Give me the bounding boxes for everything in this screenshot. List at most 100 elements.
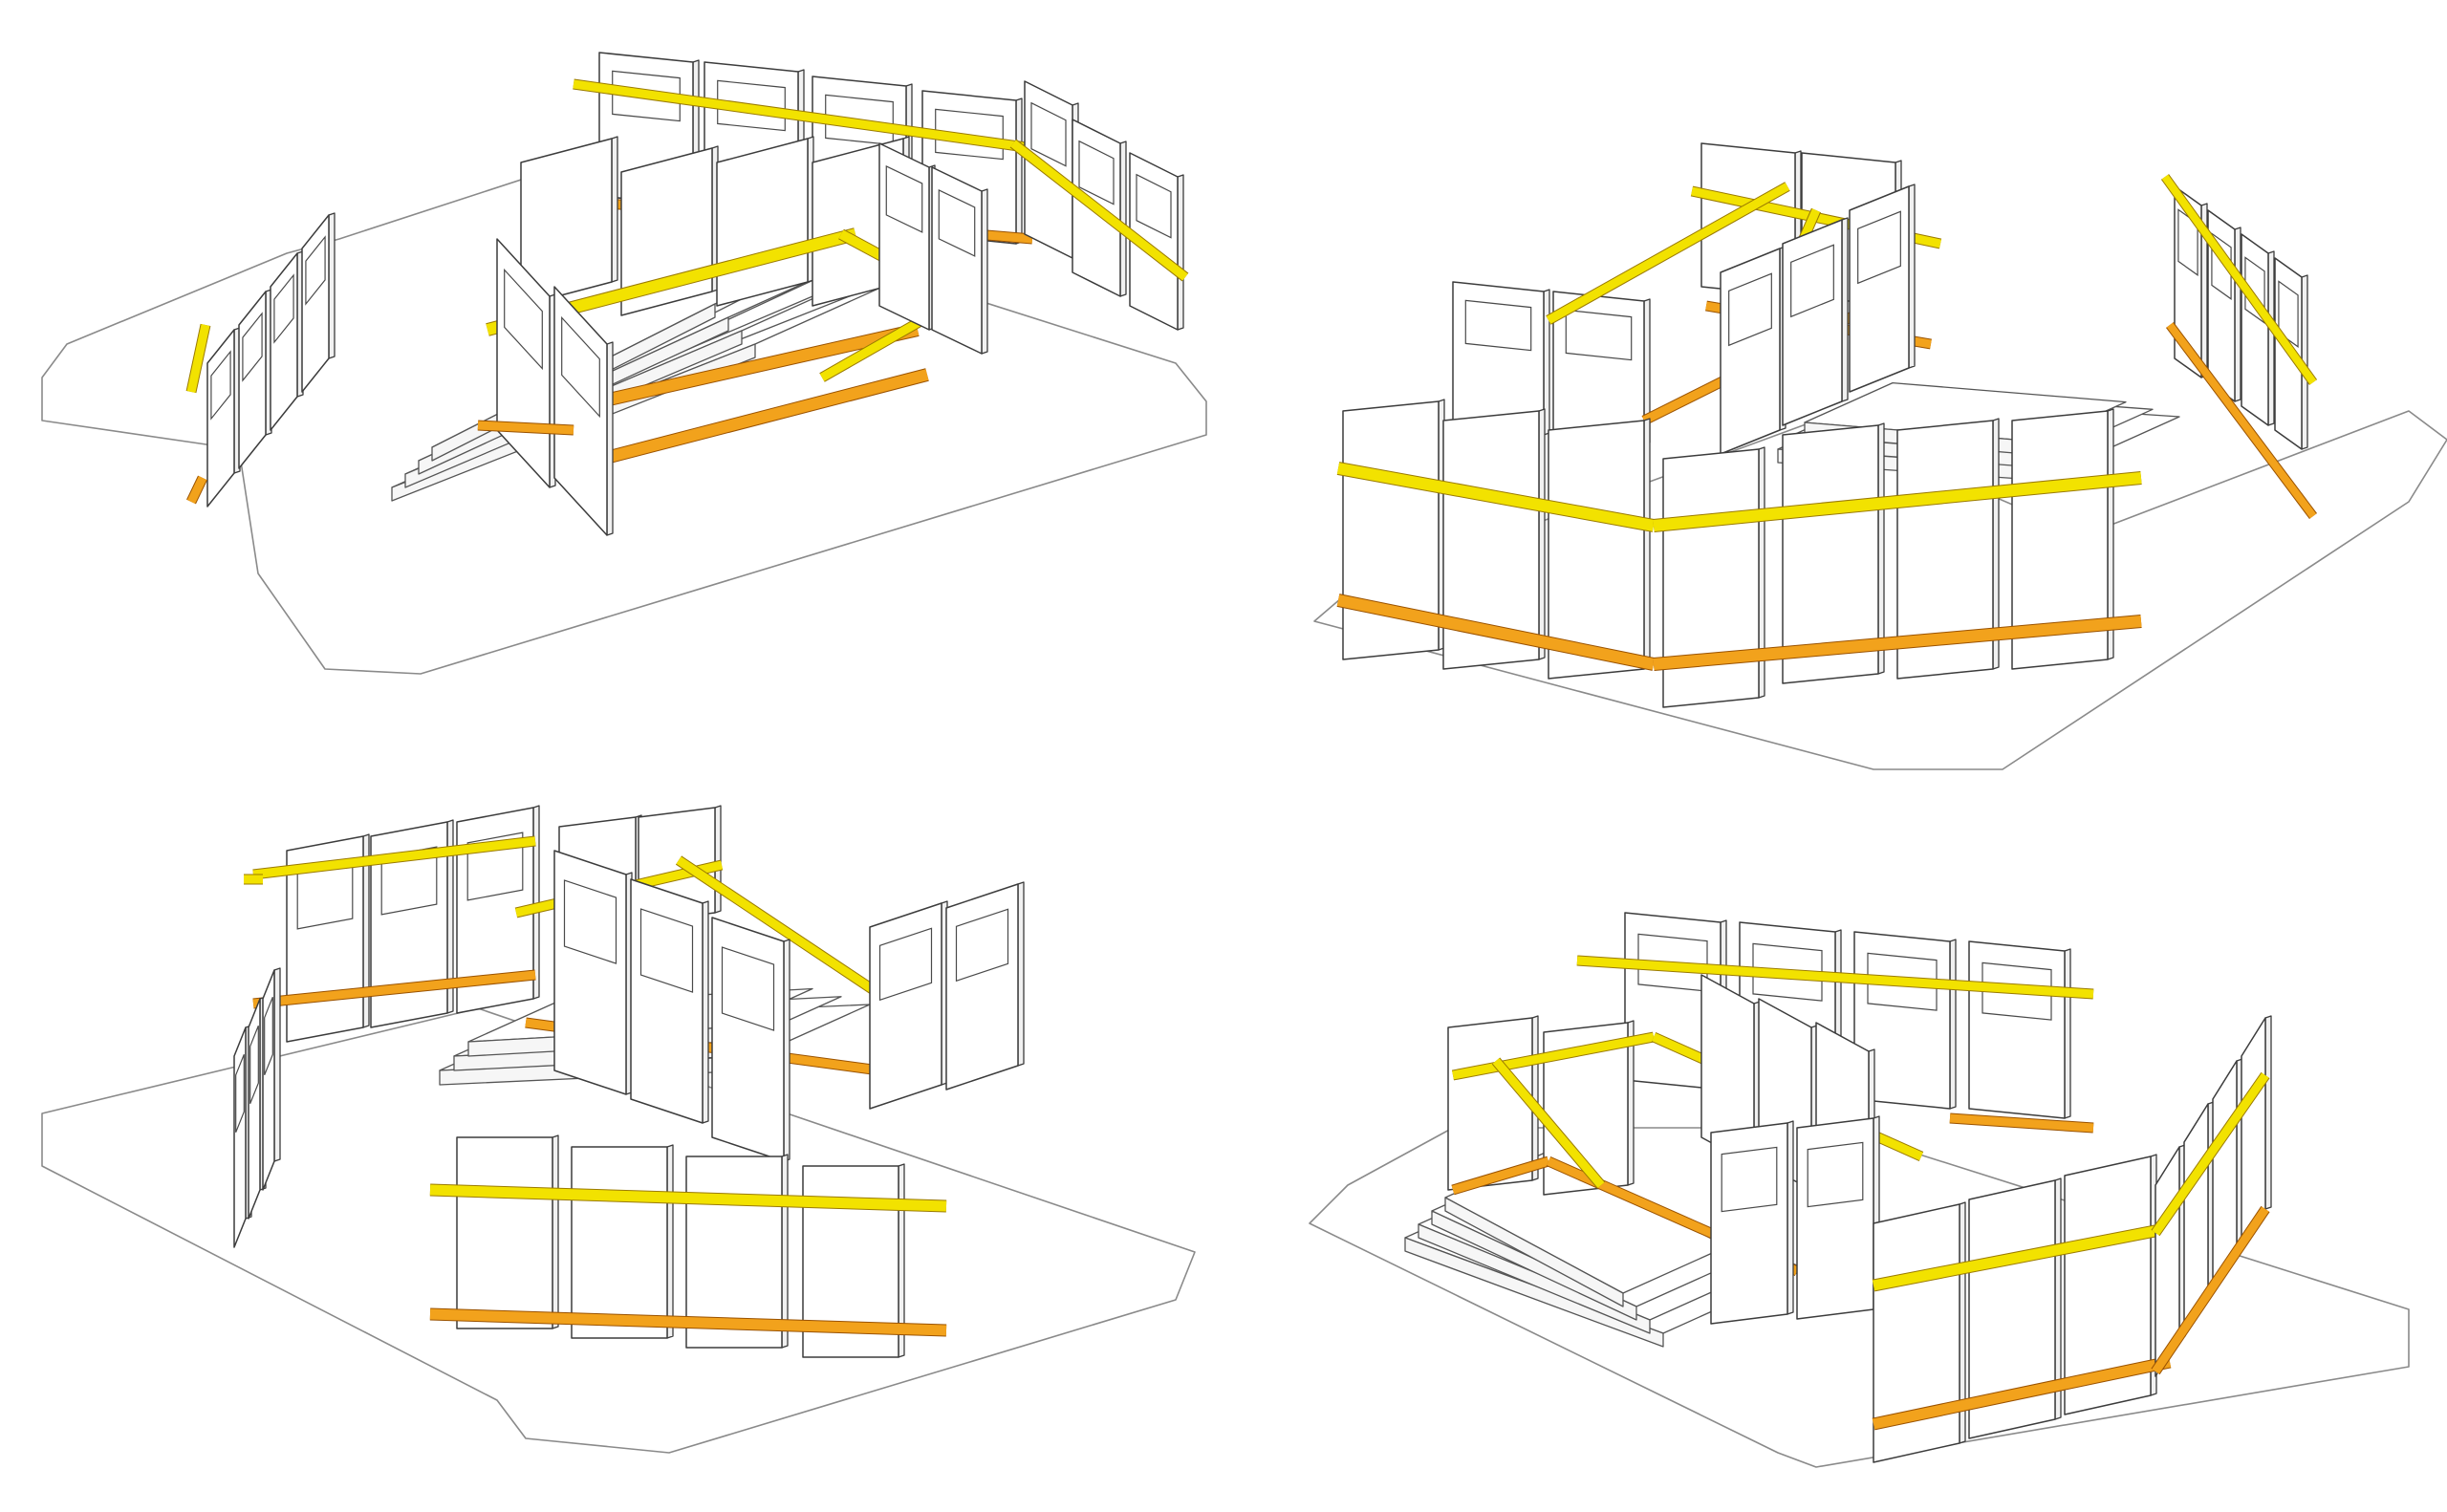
platform-step-front xyxy=(1444,1197,1624,1307)
panel xyxy=(1442,410,1540,670)
window-opening xyxy=(1807,1141,1864,1208)
window-opening xyxy=(885,164,923,233)
panel-edge xyxy=(606,341,614,536)
panel-edge xyxy=(1841,217,1849,402)
upper-rail xyxy=(429,1184,947,1212)
upper-rail xyxy=(1872,1222,2172,1291)
lower-rail xyxy=(598,324,920,407)
window-opening xyxy=(235,1053,245,1134)
lower-rail xyxy=(1336,594,1656,670)
window-opening xyxy=(1078,140,1115,205)
window-opening xyxy=(1565,309,1633,361)
upper-rail xyxy=(1653,472,2142,531)
panel-edge xyxy=(2264,1015,2272,1210)
upper-rail xyxy=(1492,1058,1605,1188)
window-opening xyxy=(210,350,231,421)
window-opening xyxy=(1857,210,1901,285)
panel xyxy=(456,1136,553,1329)
window-opening xyxy=(1136,173,1172,239)
panel-edge xyxy=(1877,422,1885,675)
upper-rail xyxy=(252,836,536,879)
panel xyxy=(571,1146,668,1339)
view-bottom-left xyxy=(41,805,1196,1454)
view-top-right xyxy=(1313,142,2447,770)
panel-edge xyxy=(666,1144,674,1339)
upper-rail xyxy=(1336,463,1656,531)
panel-edge xyxy=(702,900,709,1124)
panel-edge xyxy=(981,188,988,355)
panel-edge xyxy=(1787,1120,1794,1315)
panel xyxy=(2064,1156,2152,1415)
window-opening xyxy=(1790,244,1834,318)
view-top-left xyxy=(41,52,1207,675)
lower-rail xyxy=(1451,1156,1550,1195)
panel xyxy=(1968,1179,2056,1439)
ground-plane xyxy=(41,166,1207,675)
panel-edge xyxy=(1908,184,1916,369)
window-opening xyxy=(938,188,976,257)
upper-rail xyxy=(186,324,210,393)
panel-edge xyxy=(783,939,790,1162)
panel-edge xyxy=(1015,97,1023,245)
lower-rail xyxy=(477,421,574,435)
window-opening xyxy=(639,908,694,993)
panel xyxy=(520,138,613,307)
panel-edge xyxy=(2267,250,2275,426)
window-opening xyxy=(1030,101,1067,167)
window-opening xyxy=(721,946,775,1031)
view-bottom-right xyxy=(1309,912,2410,1468)
lower-rail xyxy=(1872,1356,2172,1430)
window-opening xyxy=(504,268,543,371)
panel xyxy=(1896,420,1994,680)
lower-rail xyxy=(186,476,207,504)
panel-edge xyxy=(611,136,618,283)
panel-edge xyxy=(1538,408,1546,660)
panel-edge xyxy=(273,967,281,1162)
upper-rail xyxy=(1452,1032,1655,1080)
panel-edge xyxy=(2234,227,2241,402)
lower-rail xyxy=(2166,322,2317,519)
panel xyxy=(802,1165,899,1358)
panel xyxy=(716,138,809,307)
panel-edge xyxy=(714,805,722,914)
panel-edge xyxy=(1177,174,1184,331)
panel-edge xyxy=(552,1134,559,1329)
upper-rail xyxy=(1576,956,2094,999)
window-opening xyxy=(1728,272,1772,347)
panel xyxy=(1447,1017,1533,1191)
panel-edge xyxy=(1119,140,1127,297)
window-opening xyxy=(2278,280,2299,348)
window-opening xyxy=(955,908,1009,983)
lower-rail xyxy=(600,369,929,464)
lower-rail xyxy=(2152,1206,2269,1374)
panel xyxy=(2011,410,2109,670)
panel-edge xyxy=(1949,939,1957,1110)
panel-edge xyxy=(781,1154,789,1349)
upper-rail xyxy=(676,856,882,998)
ground-plane xyxy=(1309,1127,2410,1468)
window-opening xyxy=(264,996,273,1076)
upper-rail xyxy=(2161,174,2317,385)
panel-edge xyxy=(1643,418,1651,670)
lower-rail xyxy=(1653,616,2142,670)
window-opening xyxy=(249,1025,259,1105)
lower-rail xyxy=(429,1308,947,1336)
lower-rail xyxy=(252,970,536,1008)
window-opening xyxy=(563,879,617,964)
panel-edge xyxy=(328,212,336,359)
panel-edge xyxy=(1017,881,1025,1067)
window-opening xyxy=(878,927,933,1002)
upper-rail xyxy=(1010,140,1188,281)
window-opening xyxy=(305,235,326,306)
window-opening xyxy=(1464,299,1532,352)
upper-rail xyxy=(1546,183,1790,324)
lower-rail xyxy=(1949,1113,2094,1133)
window-opening xyxy=(273,273,294,344)
panel-edge xyxy=(2064,948,2071,1119)
window-opening xyxy=(1721,1146,1778,1213)
panel xyxy=(1342,400,1440,660)
upper-rail xyxy=(573,79,1033,153)
window-opening xyxy=(242,312,263,382)
